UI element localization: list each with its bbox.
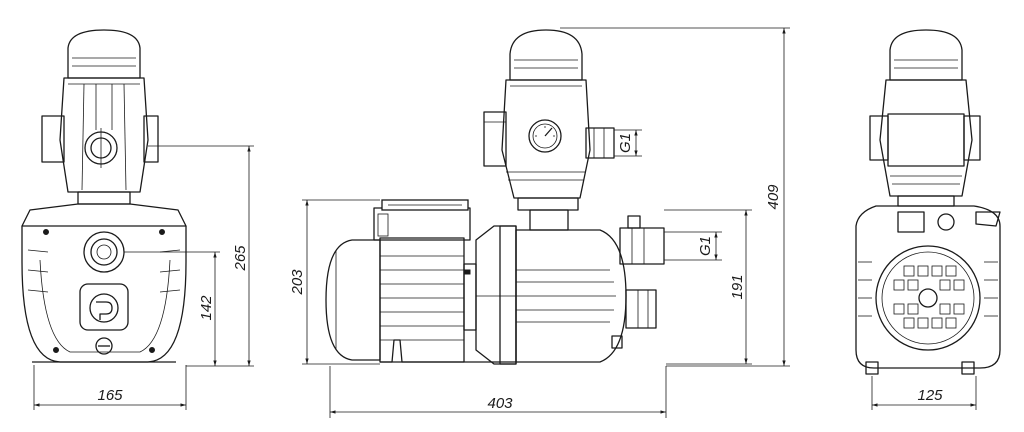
rear-terminal-cover	[887, 113, 965, 167]
dim-side-outlet-height: 191	[729, 274, 746, 299]
rear-view	[855, 29, 1001, 375]
side-controller-cap	[509, 29, 583, 81]
dim-total-height: 409	[765, 184, 782, 210]
dim-rear-width: 125	[917, 387, 943, 404]
front-drain-plug	[95, 337, 113, 355]
rear-motor-housing	[855, 205, 1001, 369]
front-view	[21, 29, 187, 363]
dim-front-width: 165	[97, 387, 123, 404]
front-controller-body	[59, 77, 149, 193]
side-view	[325, 29, 665, 365]
front-suction-port	[83, 231, 125, 273]
rear-fan-grille	[875, 245, 981, 351]
front-flange	[21, 203, 187, 227]
side-cable-box	[483, 111, 507, 167]
front-fill-plug-housing	[79, 283, 129, 331]
dim-inlet-thread: G1	[697, 236, 714, 256]
dim-front-axis-height: 142	[198, 295, 215, 321]
side-dimensions: 403 203 191 G1 G1 409	[289, 27, 790, 418]
rear-controller-cap	[889, 29, 963, 81]
dim-side-length: 403	[487, 395, 513, 412]
dim-outlet-thread: G1	[617, 133, 634, 153]
side-motor-fan-cover	[325, 239, 381, 361]
rear-dimensions: 125	[871, 376, 977, 410]
side-inlet-port	[619, 227, 665, 265]
rear-controller-body	[879, 79, 973, 197]
dim-side-motor-height: 203	[289, 269, 306, 296]
side-pump-housing	[475, 225, 517, 365]
side-motor-body	[379, 237, 465, 363]
front-cable-box-right	[143, 115, 159, 163]
side-outlet-port	[585, 127, 615, 159]
rear-foot-right	[961, 361, 975, 375]
front-cable-box-left	[41, 115, 65, 163]
side-controller-body	[501, 79, 591, 199]
front-controller-cap	[67, 29, 141, 79]
side-manometer	[528, 119, 562, 153]
front-dimensions: 165 265 142	[33, 145, 254, 410]
dim-front-height: 265	[232, 245, 249, 272]
rear-foot-left	[865, 361, 879, 375]
rear-fan-grille-slots	[893, 265, 965, 329]
side-lower-port	[625, 289, 657, 329]
